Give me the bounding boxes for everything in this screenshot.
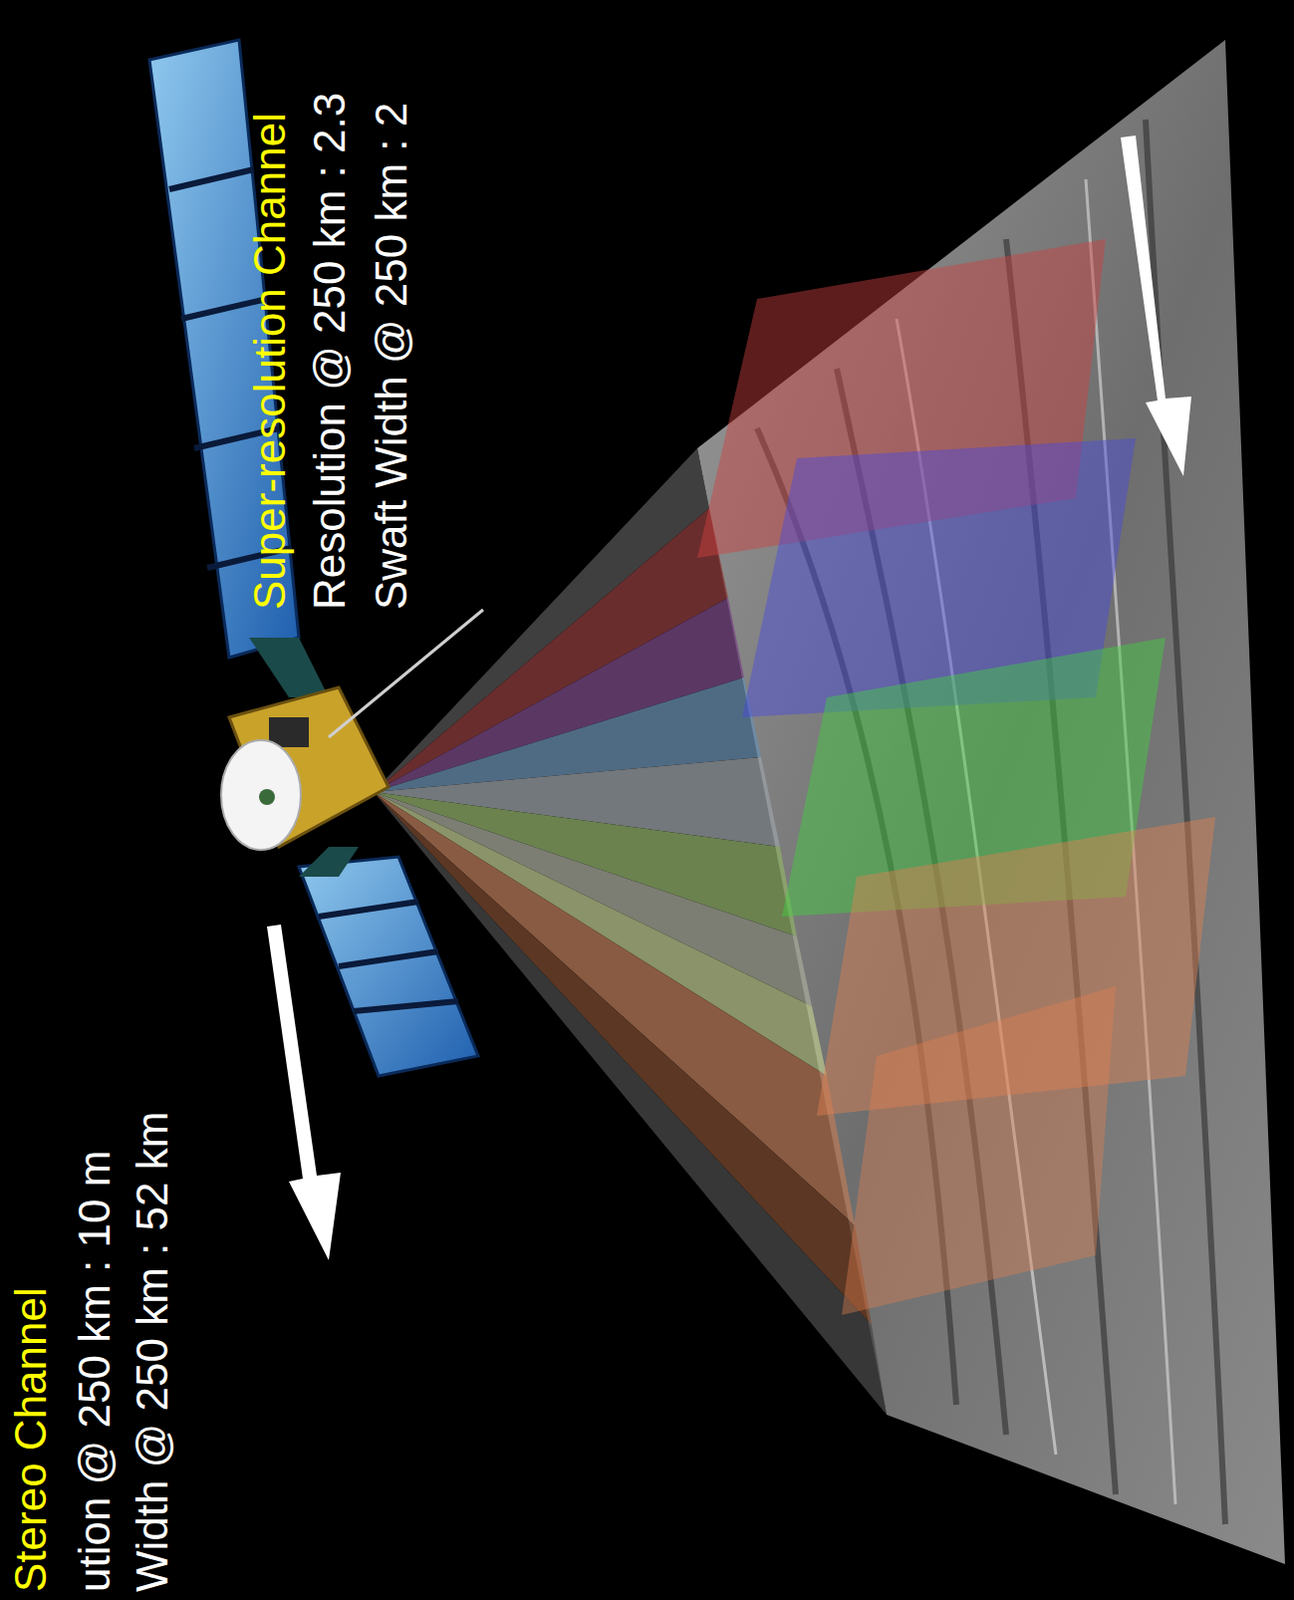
spec-text: Swaft Width @ 250 km : 2 xyxy=(366,102,417,610)
mars-terrain xyxy=(697,39,1286,1564)
ground-strips xyxy=(697,239,1216,1315)
spec-text: Resolution @ 250 km : 2.3 xyxy=(304,92,355,610)
channel-heading: Super-resolution Channel xyxy=(245,112,295,610)
spec-text: Width @ 250 km : 52 km xyxy=(127,1111,178,1592)
satellite xyxy=(149,39,484,1076)
channel-heading: Stereo Channel xyxy=(5,1287,56,1592)
spec-text: ution @ 250 km : 10 m xyxy=(69,1150,120,1592)
